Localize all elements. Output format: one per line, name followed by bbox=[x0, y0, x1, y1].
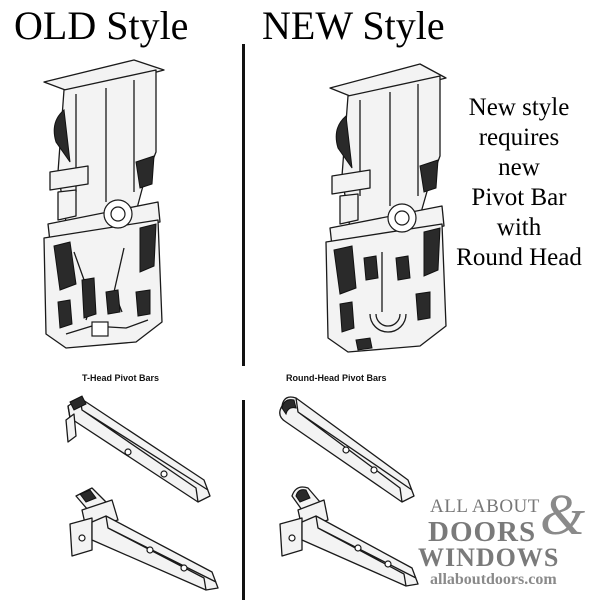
brand-logo: ALL ABOUT & DOORS WINDOWS allaboutdoors.… bbox=[418, 486, 594, 596]
t-head-caption: T-Head Pivot Bars bbox=[82, 373, 160, 383]
note-line: new bbox=[498, 154, 540, 181]
round-head-pivot-bars-drawing bbox=[279, 396, 419, 587]
note-line: with bbox=[496, 214, 542, 241]
note-line: Round Head bbox=[456, 244, 582, 271]
note-line: Pivot Bar bbox=[471, 184, 567, 211]
new-pivot-shoe-drawing bbox=[325, 63, 447, 353]
old-pivot-shoe-drawing bbox=[43, 59, 165, 349]
note-line: requires bbox=[478, 124, 560, 151]
logo-doors: DOORS bbox=[428, 516, 537, 548]
logo-ampersand: & bbox=[540, 482, 586, 547]
divider-bottom bbox=[242, 400, 245, 600]
new-style-heading: NEW Style bbox=[262, 3, 445, 48]
round-head-caption: Round-Head Pivot Bars bbox=[286, 373, 387, 383]
note-line: New style bbox=[468, 94, 570, 121]
t-head-pivot-bars-drawing bbox=[65, 395, 219, 591]
old-style-heading: OLD Style bbox=[14, 3, 189, 48]
logo-url: allaboutdoors.com bbox=[430, 571, 557, 588]
logo-tagline: ALL ABOUT bbox=[430, 496, 540, 517]
new-style-note: New style requires new Pivot Bar with Ro… bbox=[444, 93, 594, 273]
divider-top bbox=[242, 44, 245, 366]
logo-windows: WINDOWS bbox=[418, 543, 560, 572]
